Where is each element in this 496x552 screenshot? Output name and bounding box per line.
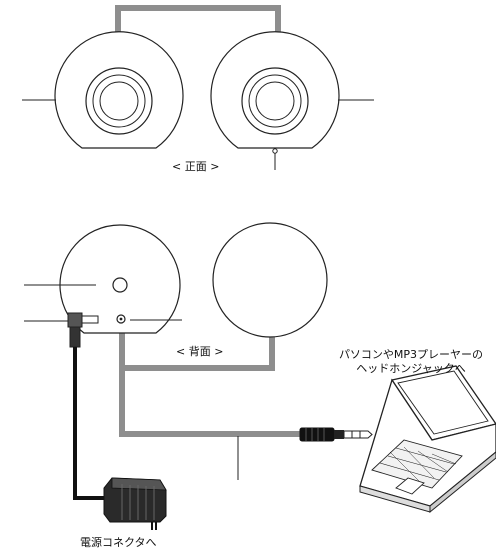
laptop-touchpad [395,477,425,495]
front-view-label: < 正面 > [172,160,220,173]
right-speaker-front [210,31,374,170]
power-connector-label: 電源コネクタへ [80,536,157,549]
left-driver [85,67,153,135]
back-view-label: < 背面 > [176,345,224,358]
speaker-link-cable-back [119,326,275,371]
stereo-mini-plug [299,427,373,442]
audio-input-cable [119,368,300,437]
volume-knob [112,277,128,293]
power-led [272,148,278,154]
pc-headphone-jack-label: パソコンやMP3プレーヤーの ヘッドホンジャックへ [316,348,496,376]
ac-adapter [103,477,167,530]
speaker-link-cable-front [115,5,281,48]
pc-label-line-1: パソコンやMP3プレーヤーの [338,348,484,361]
laptop-computer [359,365,496,514]
front-view [22,5,374,170]
back-view [24,222,496,530]
right-speaker-back [212,222,328,338]
adapter-cable [73,347,106,500]
right-driver [241,67,309,135]
left-speaker-back [24,224,182,334]
left-speaker-front [22,31,184,149]
pc-label-line-2: ヘッドホンジャックへ [356,362,466,375]
